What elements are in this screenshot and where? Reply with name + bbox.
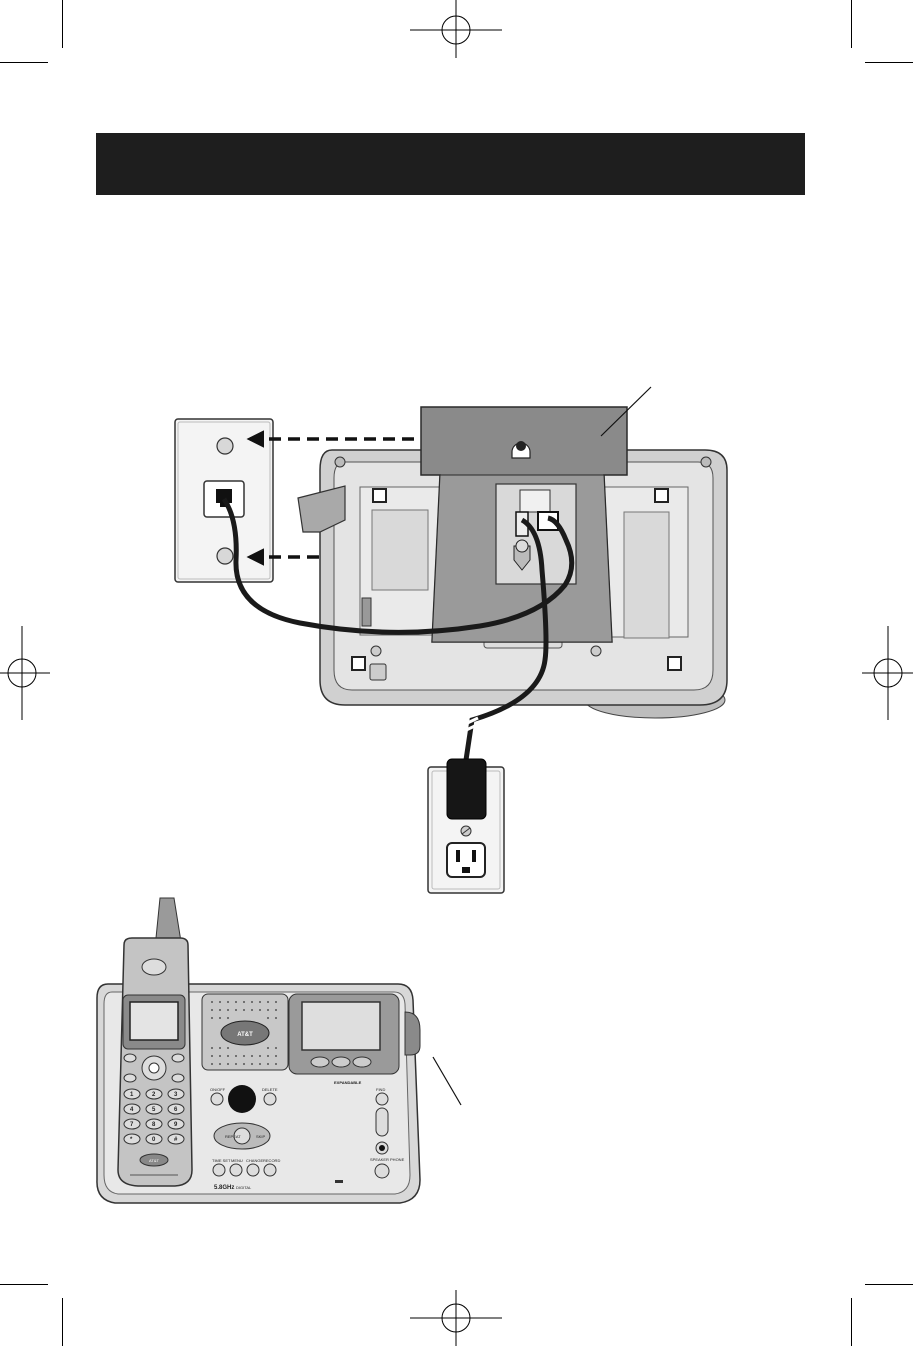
- registration-target-right: [862, 626, 913, 720]
- base-find-button[interactable]: [375, 1092, 389, 1106]
- key-hash[interactable]: [167, 1133, 185, 1145]
- handset-brand-logo: [139, 1153, 169, 1167]
- base-speakerphone-button[interactable]: [374, 1163, 390, 1179]
- crop-mark-top-left-h: [0, 62, 48, 63]
- crop-mark-bottom-right-v: [851, 1298, 852, 1346]
- base-expandable-label: EXPANDABLE: [334, 1080, 362, 1085]
- wall-phone-jack-plate: [174, 418, 274, 583]
- wall-plate-screw-top: [216, 437, 234, 455]
- registration-target-left: [0, 626, 50, 720]
- delete-label: DELETE: [262, 1087, 278, 1092]
- key-label: 4: [130, 1107, 134, 1113]
- key-7[interactable]: [123, 1118, 141, 1130]
- key-label: 2: [152, 1092, 156, 1098]
- crop-mark-top-right-h: [865, 62, 913, 63]
- on-off-label: ON/OFF: [210, 1087, 226, 1092]
- record-label: RECORD: [263, 1158, 280, 1163]
- change-label: CHANGE: [246, 1158, 263, 1163]
- cordless-handset: 5.8GHz 1 2 3 4 5 6: [117, 897, 193, 1187]
- base-time-set-button[interactable]: [212, 1163, 226, 1177]
- telephone-line-cord: [221, 497, 575, 635]
- speaker-label: SPEAKER PHONE: [370, 1157, 405, 1162]
- wall-plate-screw-bottom: [216, 547, 234, 565]
- base-record-button[interactable]: [263, 1163, 277, 1177]
- base-message-counter: [228, 1085, 256, 1113]
- base-brand-logo: [220, 1020, 270, 1046]
- crop-mark-top-left-v: [62, 0, 63, 48]
- base-digital-label: DIGITAL: [236, 1185, 252, 1190]
- repeat-label: REPEAT: [225, 1134, 241, 1139]
- skip-label: SKIP: [256, 1134, 265, 1139]
- key-label: #: [174, 1137, 178, 1143]
- key-2[interactable]: [145, 1088, 163, 1100]
- key-label: 5: [152, 1107, 156, 1113]
- key-label: *: [130, 1137, 133, 1143]
- handset-earpiece: [141, 958, 167, 976]
- registration-target-top: [410, 0, 502, 58]
- key-label: 8: [152, 1122, 156, 1128]
- crop-mark-bottom-right-h: [865, 1284, 913, 1285]
- crop-mark-bottom-left-h: [0, 1284, 48, 1285]
- electrical-outlet: [427, 758, 505, 894]
- power-adapter-cord: [463, 517, 549, 761]
- key-label: 0: [152, 1137, 156, 1143]
- wall-mount-bracket: [420, 406, 628, 643]
- key-4[interactable]: [123, 1103, 141, 1115]
- key-6[interactable]: [167, 1103, 185, 1115]
- base-delete-button[interactable]: [263, 1092, 277, 1106]
- key-label: 7: [130, 1122, 134, 1128]
- crop-mark-bottom-left-v: [62, 1298, 63, 1346]
- power-adapter: [446, 758, 487, 820]
- handset-screen: [129, 1001, 179, 1041]
- key-1[interactable]: [123, 1088, 141, 1100]
- base-callout-line: [432, 1056, 462, 1106]
- base-on-off-button[interactable]: [210, 1092, 224, 1106]
- key-label: 3: [174, 1092, 178, 1098]
- base-band-label: 5.8GHz: [214, 1185, 234, 1191]
- key-0[interactable]: [145, 1133, 163, 1145]
- registration-target-bottom: [410, 1290, 502, 1346]
- section-header-bar: [96, 133, 805, 195]
- key-label: 1: [130, 1092, 134, 1098]
- time-set-label: TIME SET: [212, 1158, 231, 1163]
- base-brand-label: AT&T: [237, 1032, 253, 1038]
- key-9[interactable]: [167, 1118, 185, 1130]
- key-8[interactable]: [145, 1118, 163, 1130]
- base-menu-button[interactable]: [229, 1163, 243, 1177]
- key-star[interactable]: [123, 1133, 141, 1145]
- handset-keypad: 1 2 3 4 5 6 7 8 9 * 0 #: [123, 1088, 185, 1145]
- menu-label: MENU: [231, 1158, 243, 1163]
- crop-mark-top-right-v: [851, 0, 852, 48]
- base-volume-rocker[interactable]: [375, 1107, 389, 1137]
- find-label: FIND: [376, 1087, 385, 1092]
- key-5[interactable]: [145, 1103, 163, 1115]
- base-change-button[interactable]: [246, 1163, 260, 1177]
- base-display-screen: [301, 1001, 381, 1051]
- bracket-callout-line: [600, 386, 652, 437]
- key-3[interactable]: [167, 1088, 185, 1100]
- key-label: 9: [174, 1122, 178, 1128]
- key-label: 6: [174, 1107, 178, 1113]
- handset-brand-label: AT&T: [149, 1158, 159, 1163]
